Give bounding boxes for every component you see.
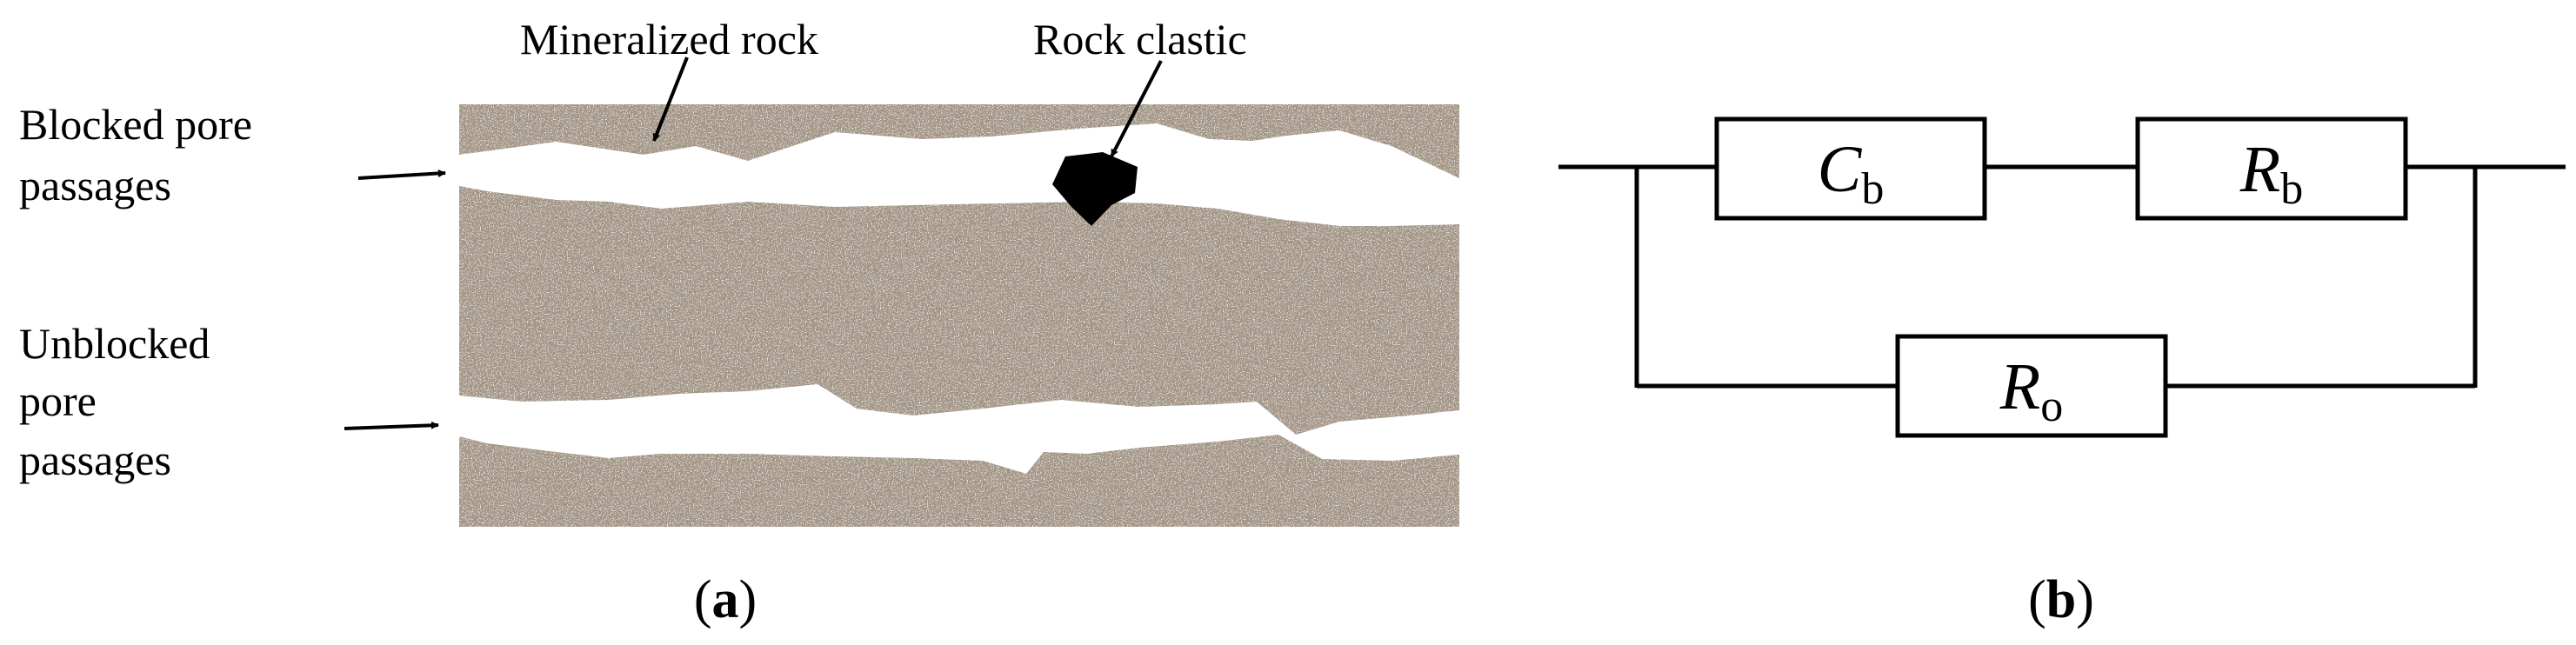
panel-a-caption-close: ) <box>739 570 757 629</box>
ro-label: Ro <box>1999 350 2063 431</box>
resistor-rb-box <box>2135 116 2408 221</box>
ro-label-main: R <box>1999 350 2040 423</box>
ro-label-sub: o <box>2040 382 2063 431</box>
blocked-pore-label-line2: passages <box>19 161 171 209</box>
unblocked-pore-label-line3: passages <box>19 436 171 484</box>
panel-a: Mineralized rock Rock clastic Blocked po… <box>19 15 1459 629</box>
rock-clastic-particle <box>1052 152 1138 226</box>
rb-label-main: R <box>2239 133 2280 206</box>
cb-label: Cb <box>1818 133 1885 214</box>
rock-clastic-label: Rock clastic <box>1033 15 1247 63</box>
blocked-pore-passage <box>459 123 1459 226</box>
unblocked-pore-arrow <box>344 421 439 430</box>
blocked-pore-label-line1: Blocked pore <box>19 100 252 149</box>
mineralized-rock-arrow <box>652 57 689 142</box>
rock-clastic-arrow <box>1110 60 1163 157</box>
panel-a-caption: (a) <box>694 570 757 629</box>
panel-b <box>1558 116 2566 438</box>
cb-label-sub: b <box>1861 164 1884 214</box>
rock-block <box>459 104 1459 527</box>
capacitor-cb-box <box>1714 116 1987 221</box>
cb-label-main: C <box>1818 133 1863 206</box>
rb-label-sub: b <box>2280 164 2303 214</box>
panel-b-labels: Cb Rb Ro (b) <box>1818 133 2304 629</box>
resistor-ro-box <box>1895 334 2168 438</box>
panel-b-caption-close: ) <box>2076 570 2094 629</box>
panel-a-caption-letter: a <box>712 570 739 629</box>
unblocked-pore-passage <box>459 384 1459 474</box>
rb-label: Rb <box>2239 133 2303 214</box>
unblocked-pore-label-line1: Unblocked <box>19 319 210 368</box>
blocked-pore-arrow <box>357 169 446 180</box>
mineralized-rock-label: Mineralized rock <box>520 15 818 63</box>
panel-b-caption-letter: b <box>2046 570 2076 629</box>
panel-b-caption: (b) <box>2028 570 2094 629</box>
panel-b-caption-open: ( <box>2028 570 2046 629</box>
panel-a-caption-open: ( <box>694 570 712 629</box>
unblocked-pore-label-line2: pore <box>19 376 97 425</box>
